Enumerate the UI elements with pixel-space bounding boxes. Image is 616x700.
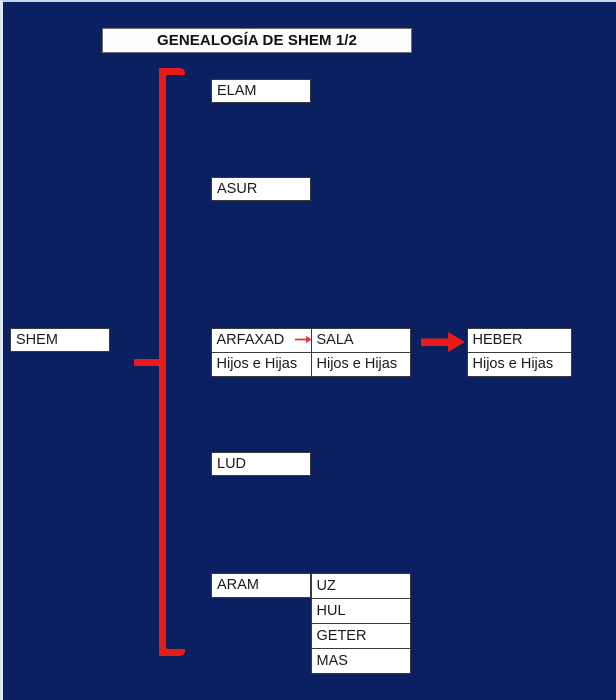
node-lud[interactable]: LUD — [211, 452, 311, 476]
cell-heber-name[interactable]: HEBER — [466, 327, 572, 353]
node-aram[interactable]: ARAM — [211, 573, 311, 598]
aram-children-table: UZ HUL GETER MAS — [310, 572, 411, 674]
arfaxad-sala-table: ARFAXAD SALA Hijos e Hijas Hijos e Hijas — [210, 327, 411, 377]
cell-aram-child-hul[interactable]: HUL — [310, 597, 411, 624]
cell-sala-name[interactable]: SALA — [310, 327, 411, 353]
node-elam[interactable]: ELAM — [211, 79, 311, 103]
cell-arfaxad-offspring[interactable]: Hijos e Hijas — [210, 351, 312, 377]
bracket-connector-tick-icon — [134, 359, 162, 366]
cell-sala-offspring[interactable]: Hijos e Hijas — [310, 351, 411, 377]
bracket-arm-top-icon — [163, 68, 185, 75]
heber-table: HEBER Hijos e Hijas — [466, 327, 572, 377]
arrow-right-icon-sala-to-heber — [421, 332, 465, 352]
bracket-arm-bottom-icon — [163, 649, 185, 656]
cell-aram-child-geter[interactable]: GETER — [310, 622, 411, 649]
cell-arfaxad-name[interactable]: ARFAXAD — [210, 327, 312, 353]
cell-aram-child-mas[interactable]: MAS — [310, 647, 411, 674]
bracket-stem-icon — [159, 68, 166, 656]
cell-aram-child-uz[interactable]: UZ — [310, 572, 411, 599]
node-shem[interactable]: SHEM — [10, 328, 110, 352]
arrow-right-icon-arfaxad-to-sala — [295, 336, 312, 343]
cell-heber-offspring[interactable]: Hijos e Hijas — [466, 351, 572, 377]
page-title: GENEALOGÍA DE SHEM 1/2 — [102, 28, 412, 53]
node-asur[interactable]: ASUR — [211, 177, 311, 201]
